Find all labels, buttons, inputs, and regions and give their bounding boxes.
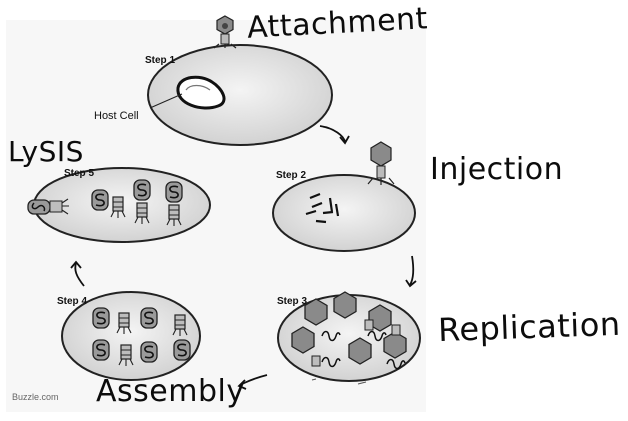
handwritten-replication: Replication	[437, 305, 621, 349]
step-1-label: Step 1	[145, 55, 175, 66]
step2-host-cell	[273, 175, 415, 251]
host-cell-label: Host Cell	[94, 110, 139, 122]
step-3-label: Step 3	[277, 296, 307, 307]
handwritten-injection: Injection	[430, 152, 563, 187]
credit-label: Buzzle.com	[12, 392, 59, 402]
step1-host-cell	[148, 45, 332, 145]
step-4-label: Step 4	[57, 296, 87, 307]
step-5-label: Step 5	[64, 168, 94, 179]
handwritten-lysis: LySIS	[8, 135, 84, 168]
handwritten-assembly: Assembly	[96, 374, 245, 409]
step-2-label: Step 2	[276, 170, 306, 181]
